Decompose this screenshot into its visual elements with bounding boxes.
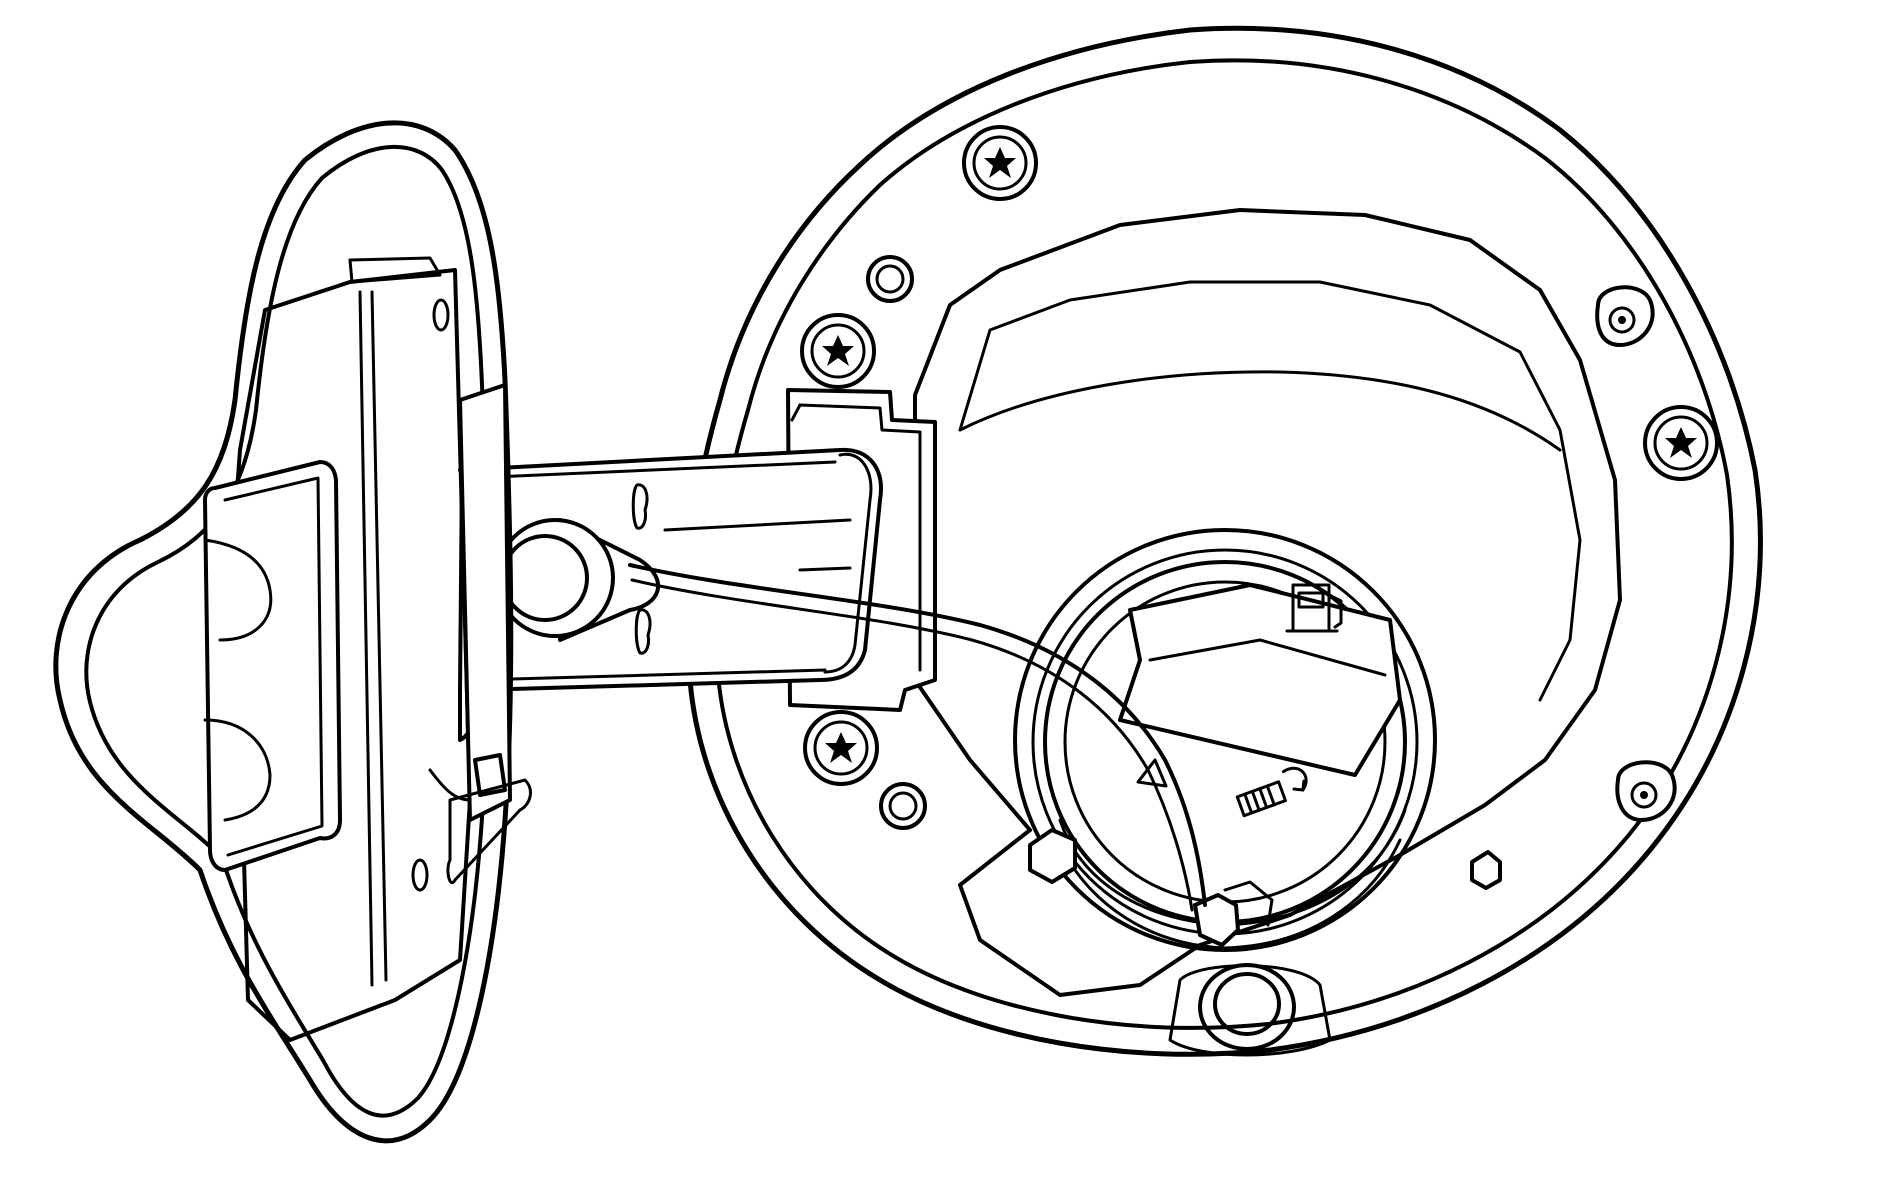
housing-hole-lower-left [879, 782, 927, 830]
tether-cable-inner [630, 578, 1194, 912]
fuel-door-stiffener-rib [358, 290, 374, 987]
tether-clip [1193, 893, 1240, 947]
fuel-door-latch-wire [428, 768, 472, 802]
tether-cable [628, 563, 1207, 907]
fuel-door-emboss-pad [203, 460, 342, 872]
housing-recess-lip [958, 370, 1562, 452]
fuel-door-emboss-notch [203, 538, 273, 642]
fuel-door-stiffener-top [348, 256, 442, 284]
cap-retainer-bolt-left [1028, 828, 1077, 884]
housing-screw-top [962, 125, 1038, 201]
housing-pin-upper-right [1595, 285, 1655, 347]
fuel-cap-handle-top-edge [1148, 638, 1387, 677]
housing-pin-lower-right [1615, 760, 1677, 822]
fuel-door-slot-upper [432, 298, 450, 332]
housing-recess-wall [898, 208, 1622, 997]
fuel-door-hinge-mount [458, 383, 512, 822]
fuel-cap [1028, 560, 1502, 950]
bottom-boss-base [1168, 964, 1332, 1057]
fuel-pump-icon [1285, 583, 1343, 633]
fuel-cap-thread-lower [1058, 838, 1402, 950]
fuel-door [53, 120, 532, 1144]
housing-screw-right [1643, 405, 1719, 481]
hinge-pivot [495, 518, 661, 642]
housing-hole-upper-left-inner [875, 264, 905, 294]
cap-tighten-arrow-icon [1235, 766, 1308, 818]
bottom-boss-inner [1213, 972, 1281, 1036]
tether-clip-tab [1223, 880, 1274, 927]
fuel-door-latch-arm [446, 778, 532, 884]
fuel-door-emboss-notch-2 [203, 718, 272, 822]
housing-recess-inner-edge [958, 280, 1582, 702]
fuel-door-slot-lower [411, 858, 429, 892]
cap-alignment-mark [1136, 758, 1168, 788]
filler-neck-outer-ring [1013, 528, 1437, 952]
cap-retainer-bolt-right [1470, 850, 1502, 890]
housing-hole-lower-left-inner [888, 791, 918, 821]
housing-screw-left-lower [803, 710, 879, 786]
fuel-door-outer-edge [53, 120, 514, 1144]
housing-screw-left-upper [800, 313, 876, 389]
housing-hole-upper-left [866, 255, 914, 303]
fuel-door-latch-tab [473, 753, 507, 797]
fuel-door-emboss-inner [223, 476, 324, 857]
fuel-door-stiffener-rib-2 [370, 290, 388, 982]
